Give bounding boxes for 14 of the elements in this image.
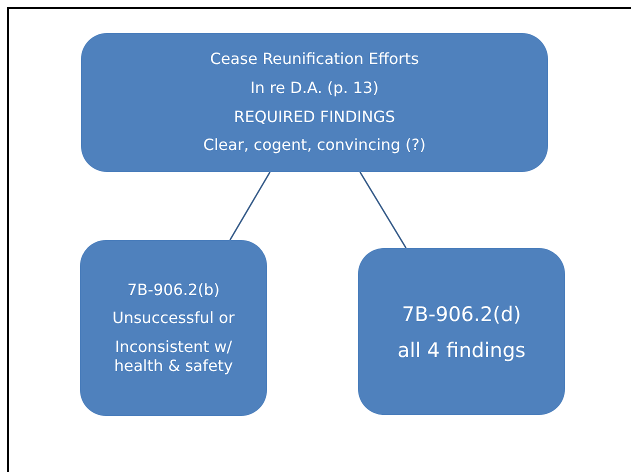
rounded-box bbox=[80, 240, 267, 416]
connector-line bbox=[229, 172, 271, 240]
connector-line bbox=[359, 172, 407, 248]
rounded-box bbox=[81, 33, 548, 172]
box-text: Unsuccessful or bbox=[112, 309, 235, 328]
box-text: In re D.A. (p. 13) bbox=[250, 78, 379, 98]
rounded-box bbox=[358, 248, 565, 415]
box-text: 7B-906.2(d) bbox=[402, 302, 522, 326]
box-text: Inconsistent w/ health & safety bbox=[113, 338, 234, 376]
box-text: Clear, cogent, convincing (?) bbox=[203, 136, 426, 155]
box-text: 7B-906.2(b) bbox=[127, 280, 220, 300]
box-text: all 4 findings bbox=[397, 338, 526, 362]
box-text: REQUIRED FINDINGS bbox=[234, 108, 396, 126]
box-text: Cease Reunification Efforts bbox=[210, 50, 419, 69]
